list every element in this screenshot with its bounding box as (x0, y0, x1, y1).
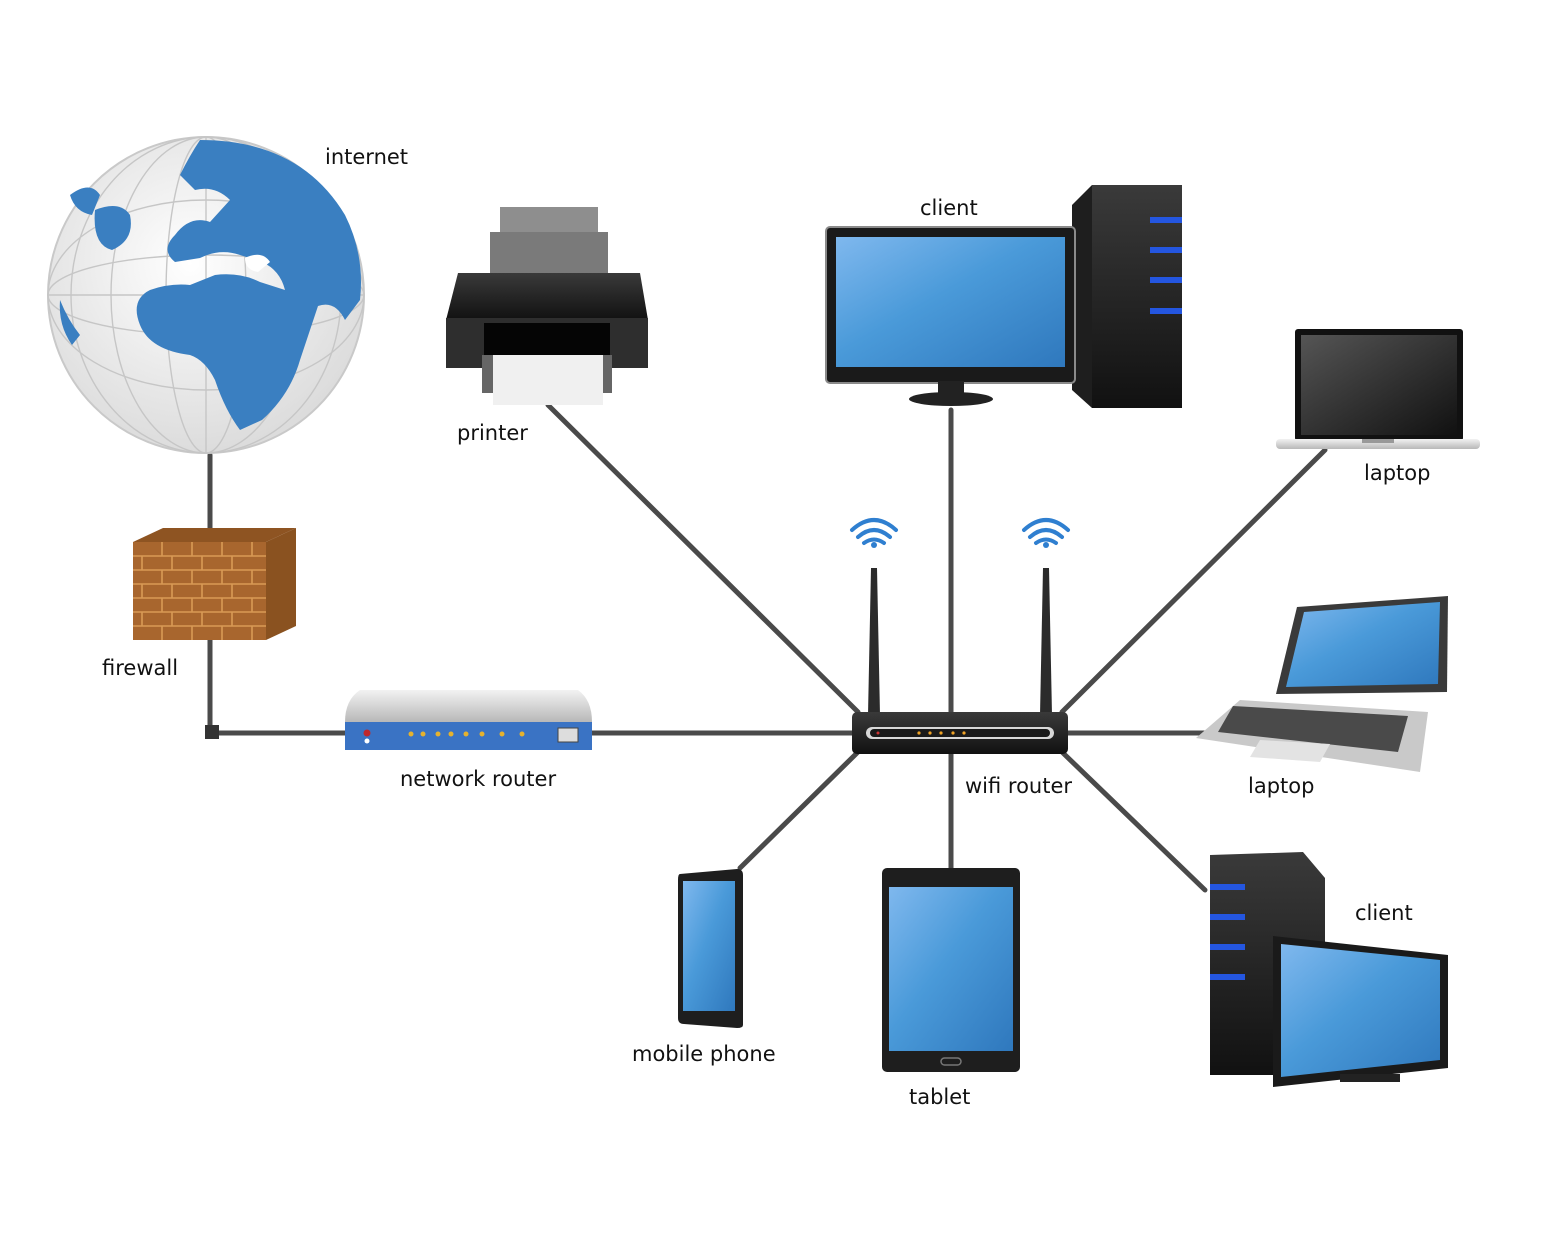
brick-wall-icon (133, 528, 296, 640)
client-top-label: client (920, 196, 978, 220)
client-bottom-label: client (1355, 901, 1413, 925)
client-top-node[interactable]: client (825, 185, 1182, 408)
wifi-router-label: wifi router (965, 774, 1072, 798)
cable-wifi-client-bottom (1059, 749, 1208, 893)
mobile-phone-label: mobile phone (632, 1042, 776, 1066)
firewall-node[interactable]: firewall (102, 528, 296, 680)
laptop-right-label: laptop (1248, 774, 1314, 798)
cable-elbow-joint (205, 725, 219, 739)
desktop-computer-icon (1210, 852, 1448, 1087)
mobile-phone-node[interactable]: mobile phone (632, 869, 776, 1066)
network-router-node[interactable]: network router (345, 690, 592, 791)
convertible-laptop-icon (1196, 596, 1448, 772)
laptop-top-node[interactable]: laptop (1276, 329, 1480, 485)
network-router-icon (345, 690, 592, 750)
internet-label: internet (325, 145, 408, 169)
tablet-label: tablet (909, 1085, 970, 1109)
internet-node[interactable]: internet (47, 136, 408, 454)
printer-icon (446, 207, 648, 405)
globe-icon (47, 136, 365, 454)
firewall-label: firewall (102, 656, 178, 680)
printer-node[interactable]: printer (446, 207, 648, 445)
network-router-label: network router (400, 767, 556, 791)
tablet-icon (882, 868, 1020, 1072)
cable-firewall-network-router (207, 637, 348, 736)
cables (207, 402, 1328, 893)
cable-wifi-laptop-top (1059, 447, 1328, 715)
tablet-node[interactable]: tablet (882, 868, 1020, 1109)
laptop-right-node[interactable]: laptop (1196, 596, 1448, 798)
wifi-router-icon (852, 568, 1068, 754)
laptop-icon (1276, 329, 1480, 449)
cable-wifi-printer (545, 402, 861, 715)
desktop-computer-icon (825, 185, 1182, 408)
client-bottom-node[interactable]: client (1210, 852, 1448, 1087)
wifi-signal-icon (850, 518, 898, 548)
wifi-router-node[interactable]: wifi router (850, 518, 1072, 798)
cable-wifi-mobile (737, 749, 861, 871)
laptop-top-label: laptop (1364, 461, 1430, 485)
wifi-signal-icon (1022, 518, 1070, 548)
printer-label: printer (457, 421, 528, 445)
mobile-phone-icon (678, 869, 743, 1028)
